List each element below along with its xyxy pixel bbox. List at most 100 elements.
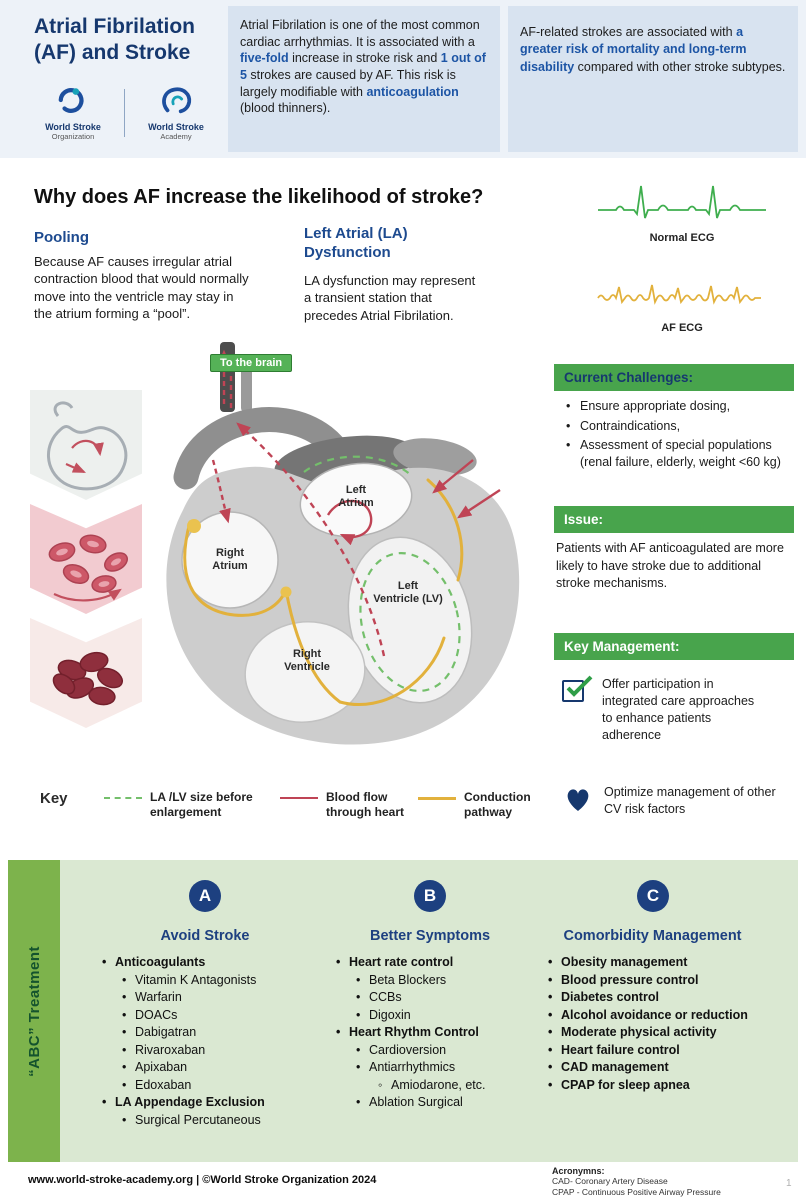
pooling-title: Pooling xyxy=(34,229,89,246)
heart-diagram xyxy=(166,342,520,745)
acronyms-title: Acronymns: xyxy=(552,1166,605,1176)
better-symptoms-title: Better Symptoms xyxy=(369,928,491,944)
badge-b: B xyxy=(414,880,446,912)
left-atrium-label: Left Atrium xyxy=(338,484,374,509)
header: Atrial Fibrilation (AF) and Stroke World… xyxy=(0,0,806,158)
list-item: Apixaban xyxy=(122,1059,317,1076)
side-note-highlight: a greater risk of mortality and long-ter… xyxy=(520,25,747,74)
right-ventricle-label: Right Ventricle xyxy=(284,648,330,673)
key-item-blood-flow: Blood flow through heart xyxy=(280,790,404,820)
la-dysfunction-text: LA dysfunction may represent a transient… xyxy=(304,273,476,323)
intro-segment: (blood thinners). xyxy=(240,101,331,116)
list-item: Dabigatran xyxy=(122,1024,317,1041)
acronym-line: CPAP - Continuous Positive Airway Pressu… xyxy=(552,1187,721,1198)
list-item: Contraindications, xyxy=(556,418,796,435)
list-item: Obesity management xyxy=(548,954,766,971)
page-title: Atrial Fibrilation (AF) and Stroke xyxy=(34,15,196,64)
management-item-cv-risk: Optimize management of other CV risk fac… xyxy=(562,784,786,818)
heart-sketch-illustration xyxy=(47,401,128,491)
side-note-paragraph: AF-related strokes are associated with a… xyxy=(520,24,786,76)
badge-c: C xyxy=(637,880,669,912)
list-item: Heart rate control xyxy=(336,954,531,971)
list-item: Amiodarone, etc. xyxy=(378,1077,531,1094)
main-heading: Why does AF increase the likelihood of s… xyxy=(34,186,484,208)
acronyms-block: Acronymns: CAD- Coronary Artery Disease … xyxy=(552,1166,787,1198)
list-item: Assessment of special populations (renal… xyxy=(556,437,796,470)
intro-segment: strokes are caused by AF. This risk is l… xyxy=(240,67,456,99)
list-item: Beta Blockers xyxy=(356,972,531,989)
list-item: Digoxin xyxy=(356,1007,531,1024)
list-item: CPAP for sleep apnea xyxy=(548,1077,766,1094)
issue-header: Issue: xyxy=(554,506,794,533)
header-intro-panel xyxy=(228,6,500,152)
intro-segment: Atrial Fibrilation is one of the most co… xyxy=(240,18,480,49)
intro-paragraph: Atrial Fibrilation is one of the most co… xyxy=(240,17,492,117)
heart-icon xyxy=(567,789,589,811)
list-item: Surgical Percutaneous xyxy=(122,1112,317,1129)
current-challenges-header: Current Challenges: xyxy=(554,364,794,391)
wso-logo-sub: Organization xyxy=(51,132,95,141)
left-ventricle-label: Left Ventricle (LV) xyxy=(373,580,443,605)
list-item: Ablation Surgical xyxy=(356,1094,531,1111)
right-atrium-label: Right Atrium xyxy=(212,547,248,572)
dashed-green-swatch xyxy=(104,797,142,799)
avoid-stroke-list: Anticoagulants Vitamin K Antagonists War… xyxy=(102,954,317,1129)
list-item: Heart failure control xyxy=(548,1042,766,1059)
side-note-segment: AF-related strokes are associated with xyxy=(520,25,737,39)
better-symptoms-list: Heart rate control Beta Blockers CCBs Di… xyxy=(336,954,531,1112)
intro-highlight: five-fold xyxy=(240,51,289,66)
comorbidity-management-list: Obesity management Blood pressure contro… xyxy=(548,954,766,1094)
badge-a: A xyxy=(189,880,221,912)
list-item: Rivaroxaban xyxy=(122,1042,317,1059)
key-title: Key xyxy=(40,790,68,807)
checkbox-icon xyxy=(562,675,593,704)
key-label: Conduction pathway xyxy=(464,790,531,819)
list-item: Anticoagulants xyxy=(102,954,317,971)
red-swatch xyxy=(280,797,318,799)
list-item: Heart Rhythm Control xyxy=(336,1024,531,1041)
key-management-header: Key Management: xyxy=(554,633,794,660)
pooling-text: Because AF causes irregular atrial contr… xyxy=(34,254,249,321)
intro-highlight: anticoagulation xyxy=(366,84,459,99)
management-text: Offer participation in integrated care a… xyxy=(602,677,755,742)
list-item: Diabetes control xyxy=(548,989,766,1006)
acronym-line: CAD- Coronary Artery Disease xyxy=(552,1176,668,1186)
key-item-la-lv-size: LA /LV size before enlargement xyxy=(104,790,253,820)
normal-ecg-trace xyxy=(598,185,766,219)
page-number: 1 xyxy=(786,1178,792,1189)
list-item: Cardioversion xyxy=(356,1042,531,1059)
list-item: Alcohol avoidance or reduction xyxy=(548,1007,766,1024)
af-ecg-label: AF ECG xyxy=(661,322,703,334)
comorbidity-management-title: Comorbidity Management xyxy=(563,928,742,944)
la-dysfunction-title: Left Atrial (LA) Dysfunction xyxy=(304,225,408,261)
list-item: Antiarrhythmics xyxy=(356,1059,531,1076)
progression-chevrons xyxy=(30,390,142,732)
management-item-adherence: Offer participation in integrated care a… xyxy=(562,675,760,744)
blood-cells-illustration xyxy=(48,534,128,602)
avoid-stroke-title: Avoid Stroke xyxy=(160,928,250,944)
yellow-swatch xyxy=(418,797,456,800)
current-challenges-list: Ensure appropriate dosing, Contraindicat… xyxy=(556,398,796,473)
wso-logo-name: World Stroke xyxy=(45,122,101,132)
key-item-conduction: Conduction pathway xyxy=(418,790,531,820)
world-stroke-organization-logo: World Stroke Organization xyxy=(30,84,116,141)
world-stroke-organization-icon xyxy=(58,88,84,113)
abc-side-strip: “ABC” Treatment xyxy=(8,860,60,1162)
logos: World Stroke Organization World Stroke A… xyxy=(30,84,219,141)
side-note-segment: compared with other stroke subtypes. xyxy=(574,59,786,74)
world-stroke-academy-logo: World Stroke Academy xyxy=(133,84,219,141)
list-item: Blood pressure control xyxy=(548,972,766,989)
key-label: LA /LV size before enlargement xyxy=(150,790,253,819)
list-item: Edoxaban xyxy=(122,1077,317,1094)
header-note-panel xyxy=(508,6,798,152)
wsa-logo-sub: Academy xyxy=(160,132,192,141)
heart-sketch-chevron xyxy=(30,390,142,500)
list-item: CAD management xyxy=(548,1059,766,1076)
normal-ecg-label: Normal ECG xyxy=(649,232,715,244)
wsa-logo-name: World Stroke xyxy=(148,122,204,132)
list-item: Moderate physical activity xyxy=(548,1024,766,1041)
logo-divider xyxy=(124,88,125,137)
management-text: Optimize management of other CV risk fac… xyxy=(604,785,776,816)
abc-side-label: “ABC” Treatment xyxy=(25,945,43,1077)
af-ecg-trace xyxy=(597,284,761,305)
